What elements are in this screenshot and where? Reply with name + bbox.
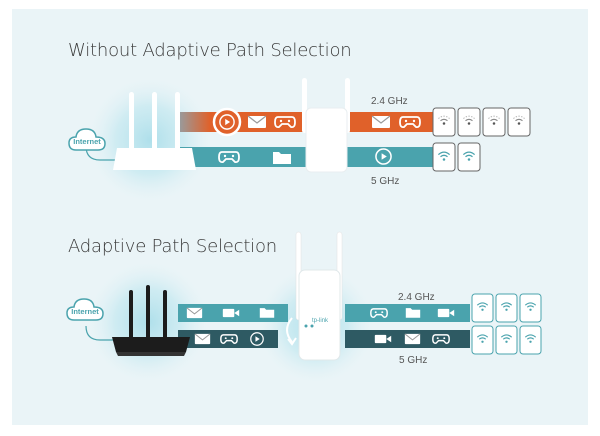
router-signal-glow [88, 78, 212, 202]
bottom-range-extender [295, 231, 343, 361]
extender-brand-logo: tp-link [312, 318, 329, 324]
mail-icon [194, 333, 211, 345]
top-devices-24ghz [432, 107, 531, 137]
switch-arrow-left [286, 317, 293, 343]
bottom-router [112, 285, 190, 356]
mail-icon [371, 115, 391, 129]
bottom-5ghz-label: 5 GHz [399, 355, 427, 366]
top-internet-label: Internet [73, 137, 101, 146]
mail-icon [404, 333, 421, 345]
mail-icon [247, 115, 267, 129]
top-router [113, 92, 196, 170]
top-24ghz-label: 2.4 GHz [371, 96, 408, 107]
bottom-section-title: Adaptive Path Selection [68, 236, 278, 257]
top-devices-5ghz [432, 142, 481, 172]
bottom-internet-connector-line [85, 325, 120, 341]
top-5ghz-label: 5 GHz [371, 176, 399, 187]
bottom-devices [471, 293, 542, 355]
top-24ghz-fade-segment [180, 112, 210, 132]
bottom-24ghz-label: 2.4 GHz [398, 292, 435, 303]
switch-arrowhead-left [287, 337, 297, 346]
bottom-internet-label: Internet [71, 307, 99, 316]
top-range-extender [302, 78, 350, 173]
top-section-title: Without Adaptive Path Selection [68, 40, 352, 61]
mail-icon [186, 307, 203, 319]
